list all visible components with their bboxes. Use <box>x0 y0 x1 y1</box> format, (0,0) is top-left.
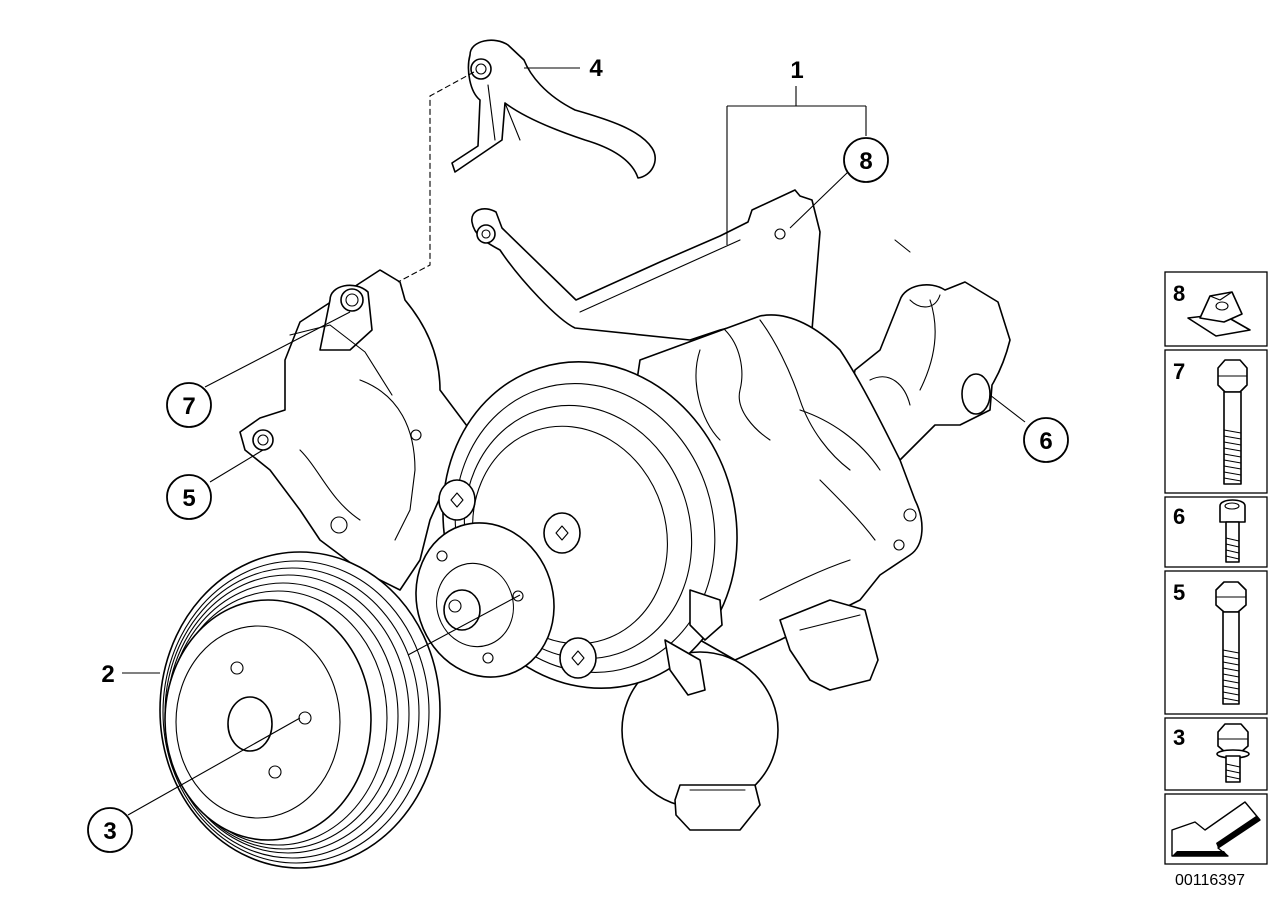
bracket-part-4[interactable] <box>451 39 656 179</box>
leader-lines <box>122 67 1026 816</box>
clip-nut-icon <box>1187 291 1251 337</box>
svg-text:3: 3 <box>1173 725 1185 750</box>
pump-fitting[interactable] <box>621 651 779 831</box>
callout-5[interactable]: 5 <box>166 474 212 520</box>
direction-arrow-box[interactable] <box>1164 793 1268 865</box>
document-id: 00116397 <box>1175 872 1245 889</box>
legend-item-5[interactable]: 5 <box>1164 570 1268 715</box>
parts-legend: 8 7 6 <box>1164 271 1268 865</box>
callout-2: 2 <box>101 661 114 688</box>
svg-text:3: 3 <box>103 818 116 845</box>
callout-6[interactable]: 6 <box>1023 417 1069 463</box>
svg-text:6: 6 <box>1173 504 1185 529</box>
legend-item-3[interactable]: 3 <box>1164 717 1268 791</box>
svg-text:4: 4 <box>589 55 603 82</box>
pump-front-hub[interactable] <box>396 323 779 726</box>
pulley-part-2[interactable] <box>159 551 441 869</box>
legend-item-7[interactable]: 7 <box>1164 349 1268 494</box>
callout-3[interactable]: 3 <box>87 807 133 853</box>
arrow-icon <box>1171 801 1261 857</box>
svg-text:6: 6 <box>1039 428 1052 455</box>
svg-text:7: 7 <box>182 393 195 420</box>
hex-bolt-icon <box>1215 581 1247 705</box>
legend-item-8[interactable]: 8 <box>1164 271 1268 347</box>
svg-text:7: 7 <box>1173 359 1185 384</box>
svg-text:2: 2 <box>101 661 114 688</box>
svg-text:8: 8 <box>859 148 872 175</box>
flange-bolt-icon <box>1216 723 1250 783</box>
bracket-part-1[interactable] <box>471 189 821 341</box>
callout-1: 1 <box>790 57 803 84</box>
callout-7[interactable]: 7 <box>166 382 212 428</box>
svg-text:1: 1 <box>790 57 803 84</box>
svg-text:5: 5 <box>182 485 195 512</box>
long-bolt-icon <box>1217 359 1248 485</box>
callout-4: 4 <box>589 55 603 82</box>
legend-item-6[interactable]: 6 <box>1164 496 1268 568</box>
svg-text:8: 8 <box>1173 281 1185 306</box>
svg-text:5: 5 <box>1173 580 1185 605</box>
socket-bolt-icon <box>1219 499 1246 563</box>
callout-8[interactable]: 8 <box>843 137 889 183</box>
pump-outlet-part-6[interactable] <box>849 239 1011 461</box>
